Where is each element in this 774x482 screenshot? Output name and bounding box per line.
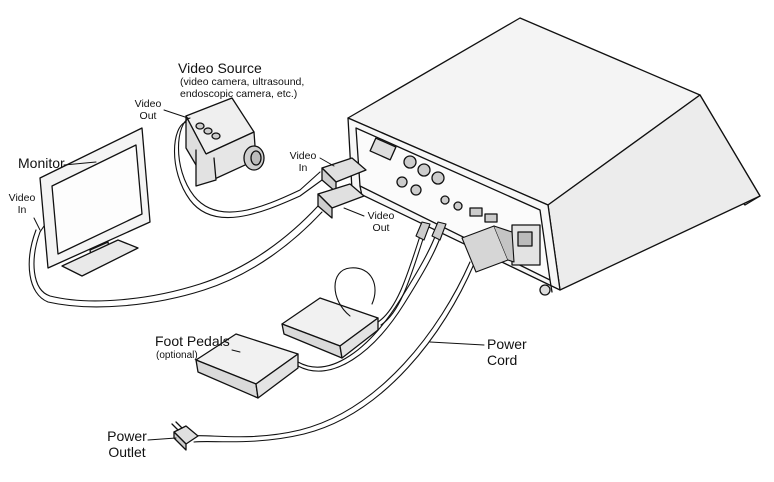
power-outlet-line2: Outlet bbox=[108, 444, 146, 461]
foot-pedal-1 bbox=[281, 297, 379, 359]
camera-video-out-line1: Video bbox=[134, 98, 162, 110]
camera-video-out-label: Video Out bbox=[133, 98, 163, 122]
device-video-in-label: Video In bbox=[286, 150, 320, 174]
video-source-title: Video Source bbox=[178, 60, 262, 76]
video-camera bbox=[185, 97, 265, 187]
pedal-cables bbox=[297, 221, 447, 372]
power-cord-line2: Cord bbox=[487, 352, 518, 369]
power-plug bbox=[171, 421, 199, 451]
power-cord-label: Power Cord bbox=[487, 336, 527, 368]
video-cables bbox=[28, 117, 323, 308]
power-outlet-line1: Power bbox=[107, 428, 147, 444]
camera-video-out-line2: Out bbox=[139, 110, 157, 123]
monitor-video-in-line2: In bbox=[17, 204, 27, 217]
device-video-out-line2: Out bbox=[372, 222, 390, 235]
power-outlet-label: Power Outlet bbox=[106, 428, 148, 460]
video-connectors bbox=[317, 157, 367, 219]
device-video-out-label: Video Out bbox=[364, 210, 398, 234]
foot-pedals-note: (optional) bbox=[156, 350, 198, 361]
device-video-out-line1: Video bbox=[367, 210, 395, 222]
foot-pedal-2 bbox=[195, 333, 299, 399]
monitor-label: Monitor bbox=[18, 155, 65, 171]
device-video-in-line1: Video bbox=[289, 150, 317, 162]
recorder-device bbox=[347, 17, 761, 296]
monitor-video-in-label: Video In bbox=[8, 192, 36, 216]
monitor bbox=[39, 127, 151, 277]
foot-pedals-label: Foot Pedals bbox=[155, 333, 230, 349]
video-source-desc-line2: endoscopic camera, etc.) bbox=[180, 88, 298, 100]
device-video-in-line2: In bbox=[298, 162, 308, 175]
power-cord bbox=[191, 225, 515, 443]
leader-lines bbox=[33, 109, 485, 441]
power-cord-line1: Power bbox=[487, 336, 527, 352]
monitor-video-in-line1: Video bbox=[8, 192, 36, 204]
video-source-desc-line1: (video camera, ultrasound, bbox=[180, 76, 305, 88]
